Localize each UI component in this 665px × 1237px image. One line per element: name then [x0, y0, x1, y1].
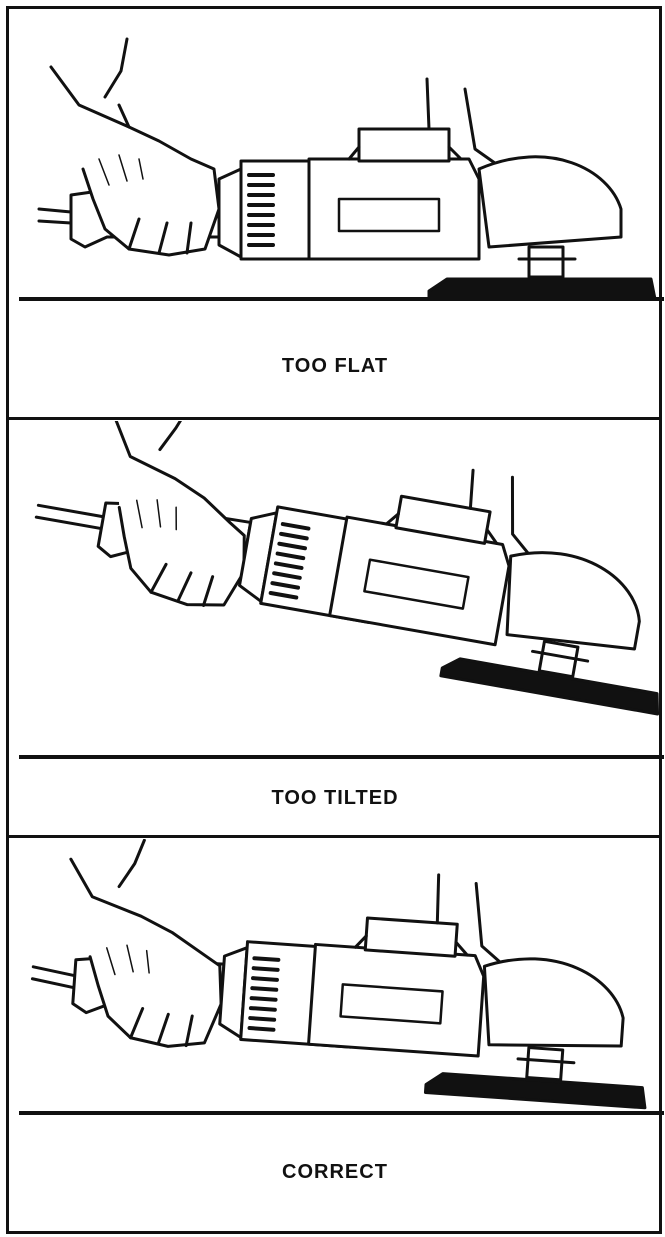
frame-right-edge: [659, 6, 662, 1234]
panel-divider: [9, 835, 661, 838]
caption-too-tilted: TOO TILTED: [9, 787, 661, 810]
caption-too-flat: TOO FLAT: [9, 355, 661, 378]
caption-correct: CORRECT: [9, 1161, 661, 1184]
panel-correct: CORRECT: [9, 839, 661, 1237]
figure-frame: TOO FLAT: [6, 6, 661, 1234]
panel-too-tilted: TOO TILTED: [9, 421, 661, 839]
panel-too-flat: TOO FLAT: [9, 9, 661, 421]
sander-illustration-flat: [9, 9, 664, 309]
panel-divider: [9, 417, 661, 420]
sander-illustration-correct: [9, 839, 664, 1139]
sander-illustration-tilted: [9, 421, 664, 761]
